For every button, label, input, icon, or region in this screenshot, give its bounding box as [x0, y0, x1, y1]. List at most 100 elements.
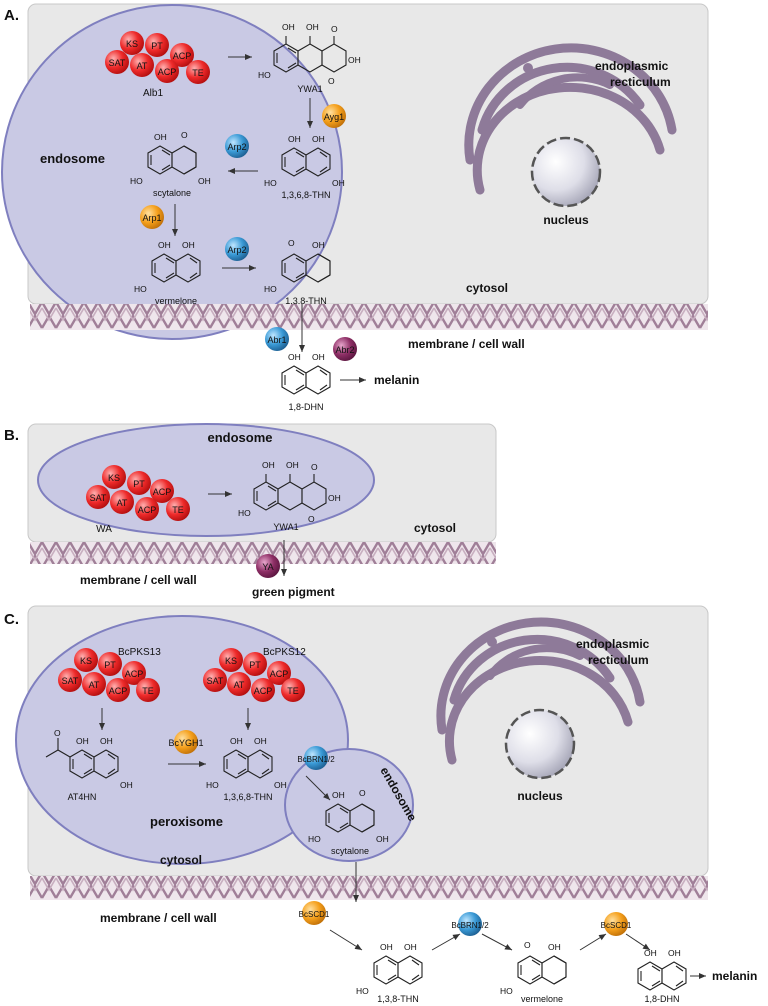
pks-alb1: KS PT ACP SAT AT ACP TE Alb1 — [105, 31, 210, 99]
svg-text:1,3,6,8-THN: 1,3,6,8-THN — [223, 792, 272, 802]
svg-text:O: O — [288, 238, 295, 248]
pks-domain: ACP — [106, 678, 130, 702]
svg-text:SAT: SAT — [207, 676, 224, 686]
pks-name: Alb1 — [143, 88, 163, 99]
svg-text:OH: OH — [154, 132, 167, 142]
pks-name: BcPKS13 — [118, 647, 161, 658]
svg-text:Arp1: Arp1 — [142, 213, 161, 223]
svg-text:OH: OH — [198, 176, 211, 186]
melanin-label: melanin — [374, 373, 419, 387]
membrane-label: membrane / cell wall — [408, 337, 525, 351]
pks-domain: SAT — [203, 668, 227, 692]
reaction-arrow — [431, 933, 461, 951]
er-label: recticulum — [588, 653, 649, 667]
svg-text:1,3,8-THN: 1,3,8-THN — [377, 994, 419, 1004]
pks-domain: SAT — [58, 668, 82, 692]
pks-domain: ACP — [150, 479, 174, 503]
panel-b: B. endosome KS PT ACP SAT AT ACP TE WA O… — [4, 423, 497, 599]
pks-domain: ACP — [267, 661, 291, 685]
svg-text:KS: KS — [80, 656, 92, 666]
svg-text:1,3,6,8-THN: 1,3,6,8-THN — [281, 190, 330, 200]
svg-text:AT: AT — [234, 680, 245, 690]
svg-text:ACP: ACP — [254, 686, 273, 696]
svg-text:O: O — [524, 940, 531, 950]
svg-text:ACP: ACP — [158, 67, 177, 77]
svg-text:O: O — [328, 76, 335, 86]
endosome-compartment — [37, 423, 375, 537]
pks-domain: TE — [281, 678, 305, 702]
svg-text:1,8-DHN: 1,8-DHN — [644, 994, 679, 1004]
enzyme-ya: YA — [256, 554, 280, 578]
enzyme-abr2: Abr2 — [333, 337, 357, 361]
svg-text:O: O — [181, 130, 188, 140]
svg-text:HO: HO — [238, 508, 251, 518]
pks-domain: TE — [136, 678, 160, 702]
svg-text:TE: TE — [172, 505, 184, 515]
pks-domain: ACP — [135, 497, 159, 521]
svg-text:O: O — [308, 514, 315, 524]
panel-a: A. endosome KS PT ACP SAT AT ACP TE Alb1… — [1, 3, 709, 412]
cytosol-label: cytosol — [414, 521, 456, 535]
svg-text:BcSCD1: BcSCD1 — [601, 921, 632, 930]
nucleus — [530, 136, 602, 208]
pks-bcpks13: KS PT ACP SAT AT ACP TE BcPKS13 — [58, 647, 161, 702]
pks-domain: ACP — [251, 678, 275, 702]
pks-domain: PT — [243, 652, 267, 676]
svg-text:AT: AT — [117, 498, 128, 508]
membrane — [30, 542, 496, 564]
compound-scytalone: OH O HO OH scytalone — [130, 130, 211, 198]
endosome-compartment — [284, 748, 414, 862]
nucleus-label: nucleus — [517, 789, 563, 803]
pks-domain: AT — [82, 672, 106, 696]
svg-text:1,8-DHN: 1,8-DHN — [288, 402, 323, 412]
er-label: endoplasmic — [595, 59, 669, 73]
svg-text:HO: HO — [500, 986, 513, 996]
compound-thn4: OH OH HO OH 1,3,6,8-THN — [264, 134, 345, 200]
pks-domain: KS — [74, 648, 98, 672]
pks-domain: ACP — [170, 43, 194, 67]
cytosol-label: cytosol — [160, 853, 202, 867]
compound-ywa1: OH OH O HO OH O YWA1 — [258, 22, 361, 94]
svg-text:YWA1: YWA1 — [273, 522, 298, 532]
svg-text:AT4HN: AT4HN — [68, 792, 97, 802]
svg-text:KS: KS — [108, 473, 120, 483]
pks-domain: ACP — [155, 59, 179, 83]
svg-text:PT: PT — [151, 41, 163, 51]
svg-text:BcBRN1/2: BcBRN1/2 — [451, 921, 489, 930]
svg-text:OH: OH — [404, 942, 417, 952]
panel-c: C. peroxisome endosome KS PT ACP SAT AT … — [4, 605, 757, 1004]
panel-a-label: A. — [4, 7, 19, 24]
enzyme-ayg1: Ayg1 — [322, 104, 346, 128]
svg-text:BcBRN1/2: BcBRN1/2 — [297, 755, 335, 764]
peroxisome-label: peroxisome — [150, 814, 223, 829]
pks-domain: KS — [102, 465, 126, 489]
svg-text:OH: OH — [76, 736, 89, 746]
membrane-label: membrane / cell wall — [80, 573, 197, 587]
reaction-arrow — [305, 775, 331, 801]
svg-text:BcSCD1: BcSCD1 — [299, 910, 330, 919]
svg-text:HO: HO — [258, 70, 271, 80]
cytosol-label: cytosol — [466, 281, 508, 295]
pks-bcpks12: KS PT ACP SAT AT ACP TE BcPKS12 — [203, 647, 306, 702]
compound-thn4: OH OH HO OH 1,3,6,8-THN — [206, 736, 287, 802]
endoplasmic-reticulum — [436, 617, 645, 765]
svg-text:OH: OH — [328, 493, 341, 503]
svg-text:ACP: ACP — [109, 686, 128, 696]
svg-text:HO: HO — [308, 834, 321, 844]
compound-at4hn: OH OH O OH AT4HN — [45, 728, 133, 802]
svg-text:O: O — [331, 24, 338, 34]
svg-text:O: O — [54, 728, 61, 738]
pks-domain: AT — [110, 490, 134, 514]
svg-text:HO: HO — [134, 284, 147, 294]
reaction-arrow — [329, 929, 363, 951]
pks-domain: PT — [127, 471, 151, 495]
enzyme-bcscd1: BcSCD1 — [601, 912, 632, 936]
reaction-arrow — [579, 933, 607, 951]
pks-domain: PT — [98, 652, 122, 676]
svg-text:PT: PT — [133, 479, 145, 489]
svg-text:ACP: ACP — [125, 669, 144, 679]
pks-domain: SAT — [105, 50, 129, 74]
pks-domain: TE — [166, 497, 190, 521]
er-label: recticulum — [610, 75, 671, 89]
